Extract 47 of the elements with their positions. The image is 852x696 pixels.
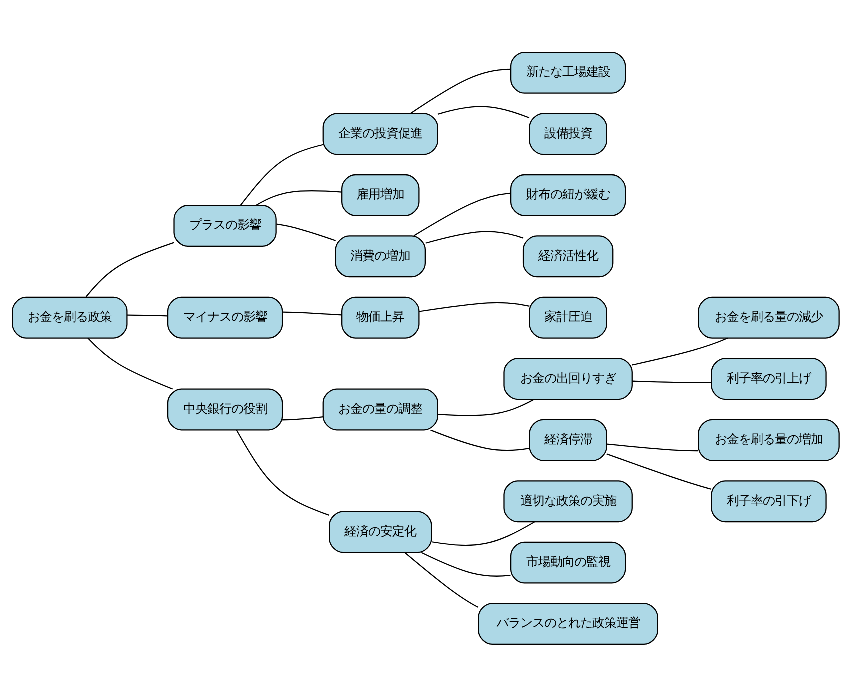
node-box: 中央銀行の役割 [167, 388, 284, 430]
node-box: 利子率の引下げ [711, 480, 827, 522]
connector [432, 521, 536, 546]
connector [632, 380, 712, 383]
connector [430, 429, 530, 451]
node-box: 雇用増加 [342, 174, 420, 216]
node-box: お金の量の調整 [322, 388, 438, 430]
connector [419, 302, 530, 312]
connector [606, 443, 698, 452]
node-box: マイナスの影響 [167, 296, 284, 338]
node-box: 適切な政策の実施 [504, 480, 633, 522]
node-box: 新たな工場建設 [510, 51, 626, 94]
connector [438, 106, 530, 118]
node-box: 経済の安定化 [329, 510, 432, 553]
node-box: プラスの影響 [174, 204, 277, 247]
connector [276, 223, 336, 241]
node-box: 財布の紐が緩む [510, 174, 626, 216]
connector [240, 144, 324, 206]
node-box: 消費の増加 [335, 235, 426, 278]
node-box: お金を刷る量の減少 [698, 296, 840, 338]
connector [606, 453, 712, 490]
connector [86, 242, 174, 297]
node-box: 設備投資 [529, 112, 608, 155]
node-box: 経済停滞 [529, 418, 608, 461]
node-box: お金の出回りすぎ [504, 358, 633, 400]
connector [404, 552, 479, 608]
node-box: 物価上昇 [342, 296, 420, 338]
node-box: お金を刷る政策 [12, 296, 128, 338]
node-box: お金を刷る量の増加 [698, 418, 840, 461]
node-box: バランスのとれた政策運営 [478, 602, 658, 645]
connector [414, 192, 511, 236]
connector [410, 68, 511, 114]
connector [421, 552, 511, 576]
connector [282, 311, 342, 316]
node-box: 利子率の引上げ [711, 358, 827, 400]
node-box: 市場動向の監視 [510, 541, 626, 584]
connector [127, 314, 168, 316]
connector [236, 430, 330, 516]
connector [632, 337, 728, 366]
connector [88, 338, 174, 390]
connector [256, 190, 342, 206]
connector [438, 398, 535, 416]
node-box: 家計圧迫 [529, 296, 608, 338]
node-box: 経済活性化 [522, 235, 614, 278]
connector [426, 230, 524, 244]
node-box: 企業の投資促進 [322, 112, 438, 155]
connector [282, 416, 324, 420]
